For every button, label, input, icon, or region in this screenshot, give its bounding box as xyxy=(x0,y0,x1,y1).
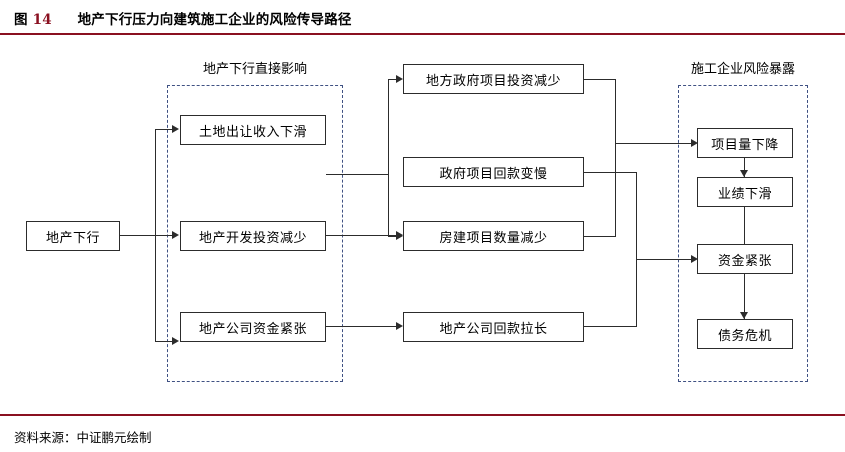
edge-n2-to-m3 xyxy=(326,235,399,236)
figure-number: 14 xyxy=(32,12,52,28)
node-debt-crisis[interactable]: 债务危机 xyxy=(697,319,793,349)
node-performance-decline[interactable]: 业绩下滑 xyxy=(697,177,793,207)
edge-m3-out xyxy=(584,236,616,237)
header-divider xyxy=(0,33,845,35)
footer-divider xyxy=(0,414,845,416)
edge-merge-cash-to-p3 xyxy=(636,259,694,260)
diagram-canvas: 地产下行直接影响 施工企业风险暴露 xyxy=(0,36,845,412)
arrow-p3-to-p4 xyxy=(740,312,748,319)
edge-root-to-n1 xyxy=(155,129,173,130)
dashed-region-direct-impact xyxy=(167,85,343,382)
arrow-root-to-n3 xyxy=(172,337,179,345)
edge-p2-to-p3 xyxy=(744,207,745,252)
edge-m1-out xyxy=(584,79,616,80)
group-label-direct-impact: 地产下行直接影响 xyxy=(202,62,307,77)
arrow-root-to-n2 xyxy=(172,231,179,239)
node-gov-payment-slowdown[interactable]: 政府项目回款变慢 xyxy=(403,157,584,187)
node-project-volume-decline[interactable]: 项目量下降 xyxy=(697,128,793,158)
arrow-merge-cash-to-p3 xyxy=(691,255,698,263)
arrow-root-to-n1 xyxy=(172,125,179,133)
edge-n1-to-m2 xyxy=(388,236,399,237)
node-cash-strain[interactable]: 资金紧张 xyxy=(697,244,793,274)
figure-label: 图 xyxy=(14,12,28,28)
edge-root-to-n2 xyxy=(155,235,173,236)
edge-merge-project-vertical xyxy=(615,79,616,236)
edge-m2-out xyxy=(584,172,637,173)
node-developer-cash-strain[interactable]: 地产公司资金紧张 xyxy=(180,312,326,342)
node-development-investment-decline[interactable]: 地产开发投资减少 xyxy=(180,221,326,251)
node-land-revenue-decline[interactable]: 土地出让收入下滑 xyxy=(180,115,326,145)
node-local-gov-investment-decline[interactable]: 地方政府项目投资减少 xyxy=(403,64,584,94)
source-note: 资料来源：中证鹏元绘制 xyxy=(14,430,152,445)
arrow-n1-to-m1 xyxy=(396,75,403,83)
edge-n1-trunk xyxy=(326,174,389,175)
edge-n1-to-m1 xyxy=(388,79,399,80)
edge-m4-out xyxy=(584,326,637,327)
edge-root-trunk xyxy=(120,235,156,236)
edge-merge-cash-vertical xyxy=(636,172,637,326)
node-root[interactable]: 地产下行 xyxy=(26,221,120,251)
node-housing-project-count-decline[interactable]: 房建项目数量减少 xyxy=(403,221,584,251)
figure-title: 图 14 地产下行压力向建筑施工企业的风险传导路径 xyxy=(14,8,352,28)
arrow-merge-project-to-p1 xyxy=(691,139,698,147)
edge-n3-to-m4 xyxy=(326,326,399,327)
edge-merge-project-to-p1 xyxy=(615,143,694,144)
arrow-n2-to-m3 xyxy=(396,231,403,239)
edge-p3-to-p4 xyxy=(744,274,745,319)
node-developer-payment-delay[interactable]: 地产公司回款拉长 xyxy=(403,312,584,342)
edge-n1-vertical xyxy=(388,79,389,237)
group-label-contractor-risk: 施工企业风险暴露 xyxy=(690,62,795,77)
arrow-n3-to-m4 xyxy=(396,322,403,330)
arrow-p1-to-p2 xyxy=(740,170,748,177)
figure-title-text: 地产下行压力向建筑施工企业的风险传导路径 xyxy=(77,12,352,28)
edge-root-to-n3 xyxy=(155,341,173,342)
dashed-region-contractor-risk xyxy=(678,85,808,382)
edge-p1-to-p2 xyxy=(744,143,745,177)
